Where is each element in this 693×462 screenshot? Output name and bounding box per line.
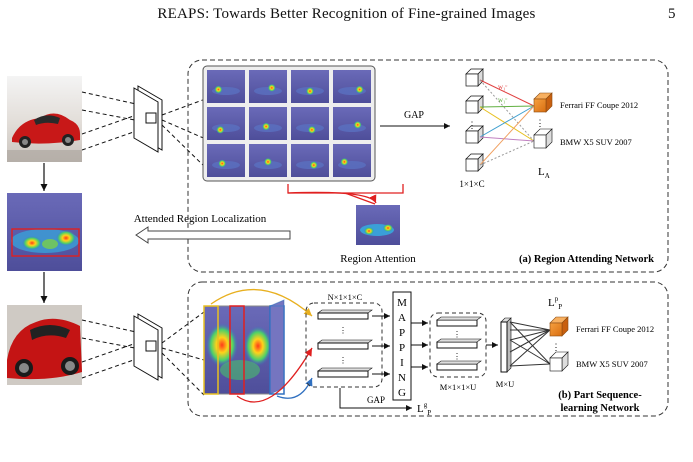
panel-b-title-line2: learning Network xyxy=(560,403,639,414)
part-sequence-panel xyxy=(187,281,669,417)
attention-map-cell xyxy=(333,70,371,103)
attention-map-cell xyxy=(291,107,329,140)
feature-cube xyxy=(465,95,484,114)
seq-dim-label: N×1×1×C xyxy=(328,292,363,302)
class-label-bottom-2: BMW X5 SUV 2007 xyxy=(576,359,648,369)
feature-vector-cubes: ⋮ xyxy=(465,68,484,172)
attention-map-cell xyxy=(249,107,287,140)
loss-a-label: LA xyxy=(538,166,550,180)
mapping-letter: A xyxy=(398,312,406,324)
region-attention-label: Region Attention xyxy=(340,253,416,265)
attention-map-cell xyxy=(333,144,371,177)
feature-map-stack xyxy=(203,299,285,395)
gap-label-top: GAP xyxy=(404,110,424,121)
feature-dim-label: 1×1×C xyxy=(459,179,484,189)
attention-maps-grid xyxy=(202,65,376,182)
mapping-box xyxy=(392,291,412,401)
attention-map-cell xyxy=(207,144,245,177)
page-number: 5 xyxy=(668,6,676,22)
feature-cube xyxy=(465,68,484,87)
cnn-block-bottom xyxy=(81,311,205,396)
part-feature-bar xyxy=(317,309,373,320)
svg-text:⋮: ⋮ xyxy=(339,356,347,365)
concat-dim-label: M×U xyxy=(496,379,515,389)
attention-map-image xyxy=(7,193,82,271)
region-attending-panel xyxy=(187,59,669,273)
panel-b-title-line1: (b) Part Sequence- xyxy=(558,390,642,401)
svg-text:⋮: ⋮ xyxy=(339,326,347,335)
localization-label: Attended Region Localization xyxy=(134,213,267,225)
loss-g-label: LgP xyxy=(417,401,431,417)
svg-text:⋮: ⋮ xyxy=(468,120,477,130)
cropped-car-image xyxy=(7,305,82,385)
mapping-letter: I xyxy=(400,357,404,369)
attention-map-cell xyxy=(291,70,329,103)
mapped-sequence-bars: ⋮ ⋮ xyxy=(429,312,487,378)
input-car-image xyxy=(7,76,82,162)
attention-map-cell xyxy=(249,70,287,103)
page-header-title: REAPS: Towards Better Recognition of Fin… xyxy=(157,6,536,22)
part-sequence-bars: ⋮⋮ xyxy=(305,302,383,388)
mapping-letter: P xyxy=(399,342,405,354)
part-feature-bar xyxy=(317,339,373,350)
mapping-letter: N xyxy=(398,372,406,384)
mapping-letter: G xyxy=(398,387,406,399)
part-feature-bar xyxy=(317,367,373,378)
mapping-letter: M xyxy=(397,297,407,309)
output-class-cubes-bottom: ⋮ xyxy=(549,316,569,372)
loss-p-label: LpP xyxy=(548,295,562,311)
attention-map-cell xyxy=(291,144,329,177)
panel-a-title: (a) Region Attending Network xyxy=(519,254,654,265)
svg-text:⋮: ⋮ xyxy=(536,118,545,128)
weight-label-2: w₁ᶜ xyxy=(498,96,507,104)
class-label-bottom-1: Ferrari FF Coupe 2012 xyxy=(576,324,654,334)
localization-arrow xyxy=(135,226,291,244)
class-label-top-2: BMW X5 SUV 2007 xyxy=(560,137,632,147)
feature-cube xyxy=(465,153,484,172)
svg-text:⋮: ⋮ xyxy=(453,352,461,361)
mapped-dim-label: M×1×1×U xyxy=(440,382,477,392)
attention-map-cell xyxy=(207,107,245,140)
attention-map-cell xyxy=(333,107,371,140)
fc-connections-bottom xyxy=(509,321,551,367)
class-label-top-1: Ferrari FF Coupe 2012 xyxy=(560,100,638,110)
cnn-block-top xyxy=(81,85,209,171)
attention-map-cell xyxy=(249,144,287,177)
mapping-letter: P xyxy=(399,327,405,339)
concat-feature xyxy=(500,317,512,373)
gap-label-bottom: GAP xyxy=(367,395,385,405)
output-class-cubes-top: ⋮ xyxy=(533,92,553,149)
fc-connections-top xyxy=(479,79,535,166)
svg-text:⋮: ⋮ xyxy=(453,330,461,339)
attention-map-cell xyxy=(207,70,245,103)
region-attention-thumbnail xyxy=(356,205,400,245)
feature-cube xyxy=(465,125,484,144)
svg-text:⋮: ⋮ xyxy=(552,342,561,352)
weight-label-1: w₁ᶜ xyxy=(498,83,507,91)
